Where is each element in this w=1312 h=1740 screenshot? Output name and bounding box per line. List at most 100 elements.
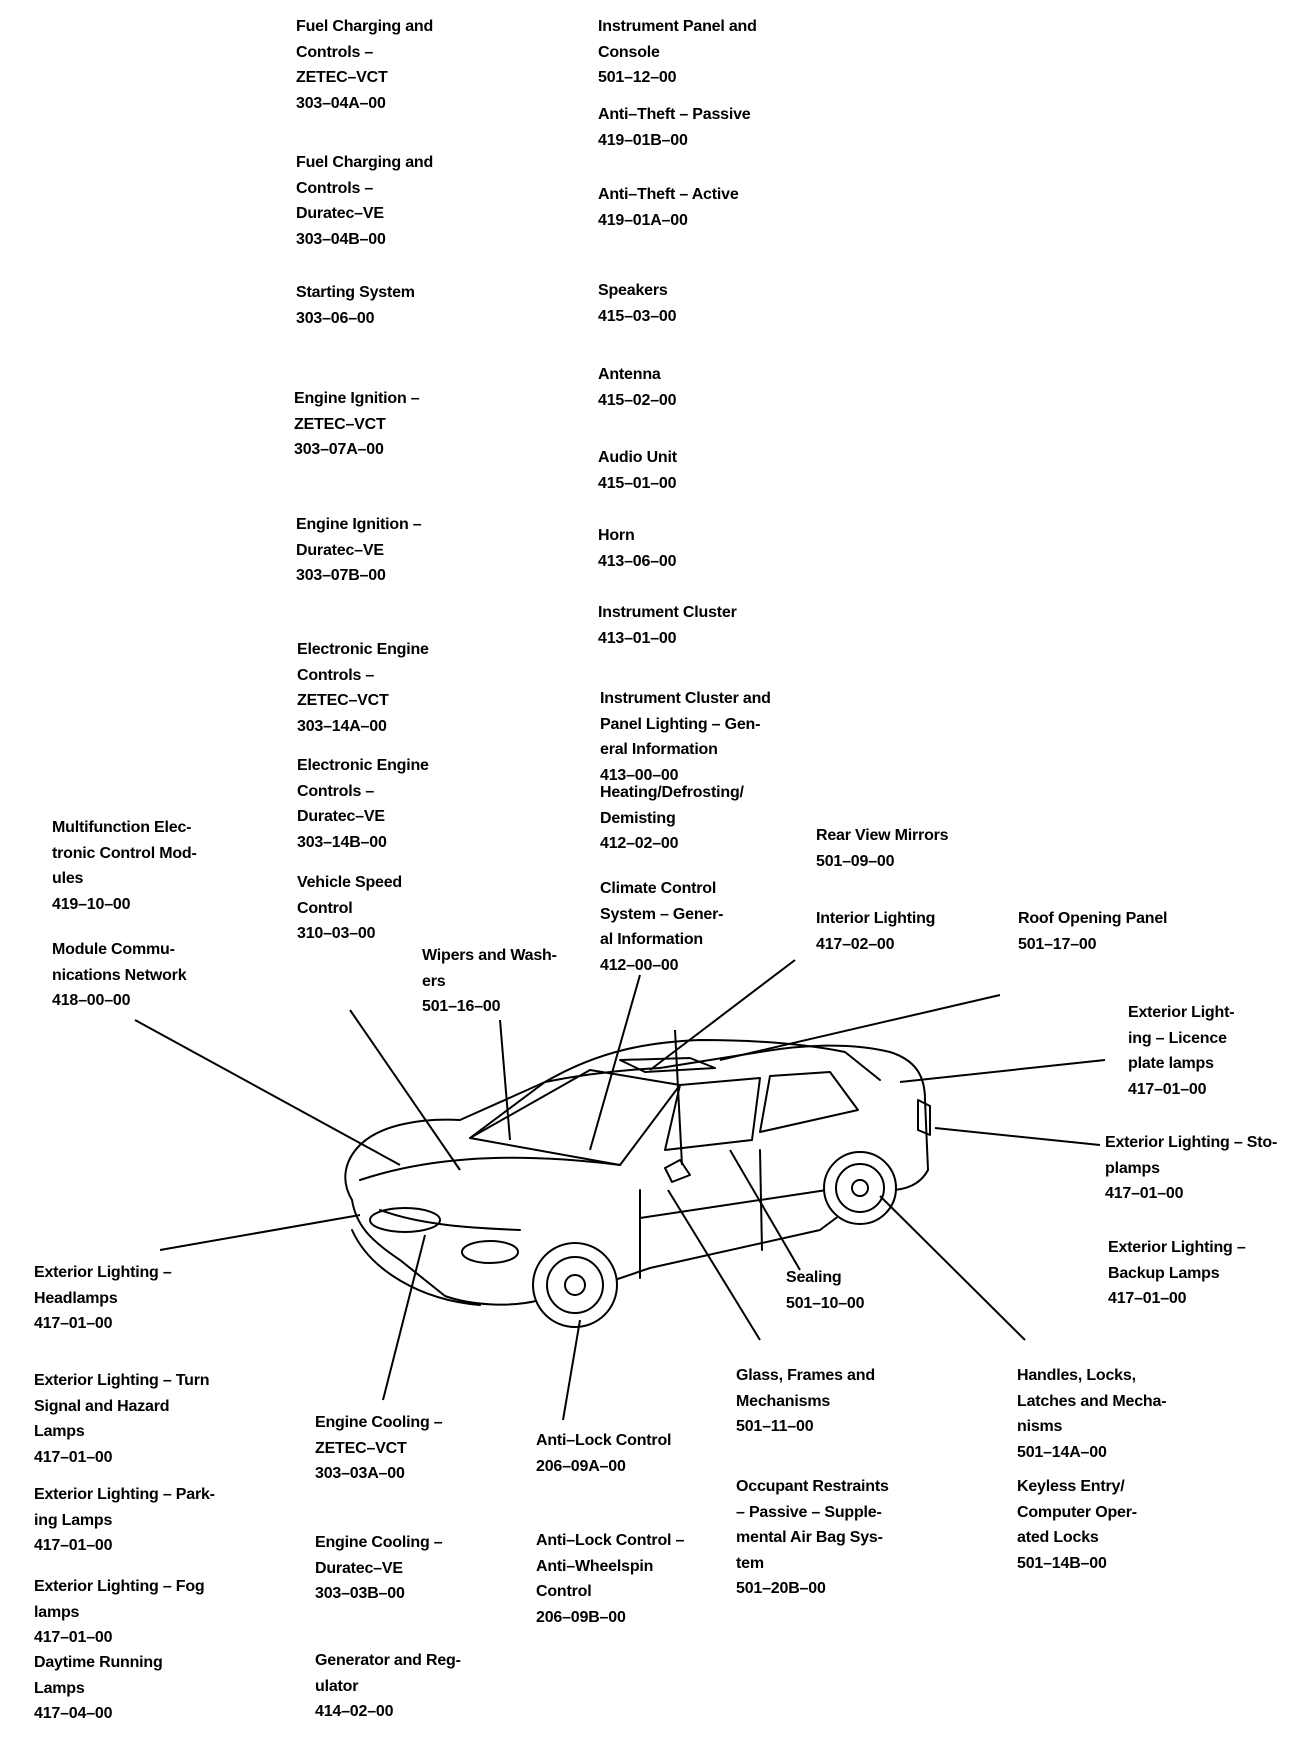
label-anti-theft-passive: Anti–Theft – Passive 419–01B–00 xyxy=(598,102,751,153)
label-section-code: 417–02–00 xyxy=(816,935,895,953)
label-section-code: 303–04A–00 xyxy=(296,94,386,112)
label-text-line: Exterior Lighting – xyxy=(1108,1239,1246,1256)
label-text-line: Wipers and Wash- xyxy=(422,947,557,964)
label-text-line: Handles, Locks, xyxy=(1017,1367,1136,1384)
label-text-line: Module Commu- xyxy=(52,941,175,958)
leader-interior-light xyxy=(649,959,796,1071)
leader-headlamps xyxy=(159,1214,361,1251)
label-engine-cooling-zetec: Engine Cooling – ZETEC–VCT 303–03A–00 xyxy=(315,1410,443,1487)
label-text-line: Controls – xyxy=(296,43,374,61)
car-front-wheel xyxy=(532,1242,618,1328)
label-text-line: Multifunction Elec- xyxy=(52,819,192,836)
label-section-code: 417–01–00 xyxy=(1108,1290,1187,1307)
leader-glass xyxy=(667,1189,761,1341)
label-section-code: 501–14B–00 xyxy=(1017,1554,1107,1572)
label-text-line: ulator xyxy=(315,1677,359,1695)
label-text-line: mental Air Bag Sys- xyxy=(736,1529,883,1546)
label-section-code: 303–06–00 xyxy=(296,309,375,327)
leader-stoplamps xyxy=(934,1127,1101,1146)
label-text-line: Duratec–VE xyxy=(296,205,384,222)
car-hood-lines xyxy=(359,1156,621,1231)
label-text-line: Exterior Lighting – Turn xyxy=(34,1372,210,1389)
label-text-line: Electronic Engine xyxy=(297,757,429,774)
car-grille xyxy=(369,1207,441,1233)
label-section-code: 419–10–00 xyxy=(52,895,131,913)
label-section-code: 501–11–00 xyxy=(736,1418,814,1435)
label-text-line: Starting System xyxy=(296,284,415,301)
label-section-code: 412–02–00 xyxy=(600,835,679,852)
label-text-line: Exterior Lighting – Park- xyxy=(34,1486,215,1503)
label-text-line: Latches and Mecha- xyxy=(1017,1392,1167,1410)
label-section-code: 413–00–00 xyxy=(600,766,679,784)
label-text-line: Lamps xyxy=(34,1423,85,1440)
label-text-line: Exterior Lighting – Fog xyxy=(34,1578,205,1595)
leader-engine-cooling xyxy=(382,1234,426,1401)
label-text-line: nications Network xyxy=(52,966,187,984)
label-text-line: ZETEC–VCT xyxy=(315,1439,407,1457)
label-section-code: 419–01B–00 xyxy=(598,131,688,149)
leader-licence xyxy=(899,1059,1106,1083)
label-text-line: Panel Lighting – Gen- xyxy=(600,715,761,733)
label-section-code: 303–04B–00 xyxy=(296,230,386,248)
label-text-line: Heating/Defrosting/ xyxy=(600,784,744,801)
label-text-line: Duratec–VE xyxy=(315,1559,403,1577)
label-text-line: Interior Lighting xyxy=(816,910,936,927)
label-section-code: 303–03B–00 xyxy=(315,1585,405,1602)
label-text-line: tronic Control Mod- xyxy=(52,844,197,862)
label-text-line: Horn xyxy=(598,527,635,544)
car-rear-window xyxy=(759,1071,859,1133)
leader-roof-panel xyxy=(719,994,1001,1061)
label-section-code: 412–00–00 xyxy=(600,956,679,974)
label-text-line: Speakers xyxy=(598,282,668,299)
car-rear-wheel xyxy=(823,1151,897,1225)
label-text-line: Exterior Light- xyxy=(1128,1004,1235,1021)
label-section-code: 501–10–00 xyxy=(786,1294,865,1312)
label-text-line: eral Information xyxy=(600,741,718,758)
label-text-line: Engine Cooling – xyxy=(315,1414,443,1431)
label-text-line: Lamps xyxy=(34,1679,85,1697)
label-section-code: 303–14B–00 xyxy=(297,833,387,851)
label-text-line: Control xyxy=(297,899,353,917)
label-text-line: Glass, Frames and xyxy=(736,1367,875,1384)
label-text-line: Engine Ignition – xyxy=(294,390,420,407)
label-section-code: 501–17–00 xyxy=(1018,935,1097,953)
label-text-line: Daytime Running xyxy=(34,1654,163,1671)
label-text-line: Anti–Theft – Passive xyxy=(598,106,751,123)
label-section-code: 501–14A–00 xyxy=(1017,1443,1107,1461)
label-section-code: 415–01–00 xyxy=(598,474,677,492)
label-starting-system: Starting System 303–06–00 xyxy=(296,280,415,331)
label-text-line: plamps xyxy=(1105,1159,1160,1177)
label-text-line: Fuel Charging and xyxy=(296,154,434,171)
label-section-code: 303–07A–00 xyxy=(294,441,384,458)
label-section-code: 415–03–00 xyxy=(598,307,677,325)
car-front-window xyxy=(664,1077,761,1151)
car-bumper xyxy=(351,1229,481,1306)
label-section-code: 417–01–00 xyxy=(34,1629,113,1646)
label-section-code: 415–02–00 xyxy=(598,391,677,409)
label-text-line: Instrument Panel and xyxy=(598,18,757,35)
label-section-code: 413–06–00 xyxy=(598,552,677,570)
leader-sealing xyxy=(729,1149,801,1271)
label-section-code: 303–03A–00 xyxy=(315,1465,405,1482)
label-text-line: – Passive – Supple- xyxy=(736,1503,882,1521)
label-text-line: Signal and Hazard xyxy=(34,1397,170,1415)
label-text-line: ated Locks xyxy=(1017,1529,1099,1546)
label-text-line: Generator and Reg- xyxy=(315,1652,461,1669)
